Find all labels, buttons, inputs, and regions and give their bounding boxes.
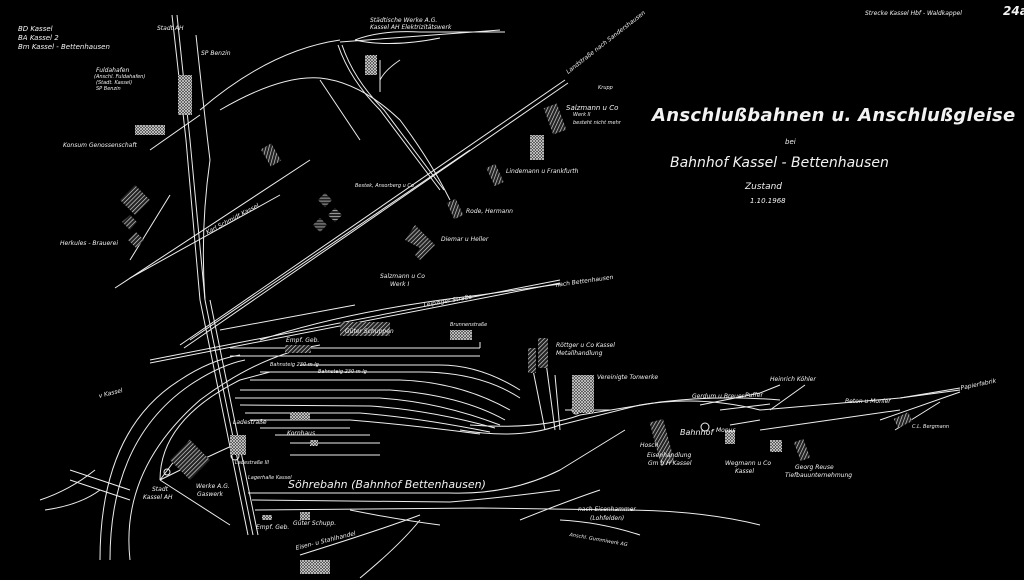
sheet-number: 24a: [1003, 4, 1024, 18]
label-kornhaus: Kornhaus: [287, 430, 316, 437]
label-konsum: Konsum Genossenschaft: [63, 142, 137, 149]
label-ruttger-1: Röttger u Co Kassel: [556, 342, 615, 349]
label-bestek: Bestek, Ansorberg u Co: [355, 183, 414, 189]
label-fuldahafen: Fuldahafen: [96, 67, 130, 74]
label-tonwerke: Vereinigte Tonwerke: [597, 374, 659, 381]
map-title: Anschlußbahnen u. Anschlußgleise: [652, 105, 1016, 126]
label-georg-reuse-1: Georg Reuse: [795, 464, 834, 471]
label-salzmann1-1: Salzmann u Co: [380, 273, 425, 280]
state-label: Zustand: [745, 182, 783, 192]
main-line-northeast: [179, 79, 569, 349]
track-koehler: [769, 384, 806, 411]
buildings: [120, 55, 913, 574]
track-crossing-south: [199, 299, 259, 536]
label-eisenhandlung-1: Eisenhandlung: [647, 452, 692, 459]
label-fuldahafen-sub2: (Stadt. Kassel): [96, 80, 133, 86]
label-lindemann: Lindemann u Frankfurth: [506, 168, 579, 175]
label-salzmann2-3: besteht nicht mehr: [573, 120, 621, 126]
label-diemar: Diemar u Heller: [441, 236, 489, 243]
label-wegmann-2: Kassel: [735, 468, 755, 475]
label-brunnenstrasse: Brunnenstraße: [450, 322, 488, 328]
label-sp-benzin: SP Benzin: [201, 50, 231, 57]
label-georg-reuse-2: Tiefbauunternehmung: [785, 472, 853, 479]
org-line-bd: BD Kassel: [18, 25, 53, 33]
label-sp-benzin-left: SP Benzin: [96, 86, 121, 92]
org-line-bm: Bm Kassel - Bettenhausen: [18, 43, 110, 51]
title-bei: bei: [785, 138, 796, 146]
label-empf-geb2: Empf. Geb.: [256, 524, 290, 531]
label-monus: Monus: [716, 427, 736, 434]
label-salzmann2-1: Salzmann u Co: [566, 104, 619, 112]
label-herkules: Herkules - Brauerei: [60, 240, 118, 247]
track-leipziger-strasse: [149, 279, 561, 364]
label-fuldahafen-sub1: (Anschl. Fuldahafen): [94, 74, 146, 80]
label-gaswerk-2: Kassel AH: [143, 494, 173, 501]
label-werke-ag-2: Gaswerk: [197, 491, 223, 498]
label-guter-schupp2: Güter Schupp.: [293, 520, 337, 527]
label-salzmann2-2: Werk II: [573, 112, 591, 118]
station-name: Bahnhof Kassel - Bettenhausen: [670, 155, 889, 171]
label-bahnsteig: Bahnsteig 230 m lg: [270, 362, 319, 368]
track-soehrebahn: [248, 429, 761, 579]
label-stadt-ah: Stadt AH: [157, 25, 184, 32]
label-eisenhandlung-2: Gm b H Kassel: [648, 460, 692, 467]
label-puffer: Puffer: [745, 392, 763, 399]
label-stadtische-werke-1: Städtische Werke A.G.: [370, 17, 438, 24]
label-heinrich-kohler: Heinrich Köhler: [770, 376, 816, 383]
label-ruttger-2: Metallhandlung: [556, 350, 603, 357]
label-nach-eisenhammer-1: nach Eisenhammer: [578, 506, 636, 513]
label-gerdum: Gerdum u Breuer: [692, 393, 745, 400]
label-guter-schuppen: Güter Schuppen: [345, 328, 394, 335]
state-date: 1.10.1968: [750, 197, 786, 205]
route-label: Strecke Kassel Hbf - Waldkappel: [865, 10, 962, 17]
label-rode: Rode, Hermann: [466, 208, 513, 215]
track-herkules: [114, 159, 311, 289]
label-bahnsteig2: Bahnsteig 230 m lg: [318, 369, 367, 375]
label-sohrebahn: Söhrebahn (Bahnhof Bettenhausen): [288, 478, 486, 491]
label-ladestrasse: Ladestraße: [233, 419, 267, 426]
track-elektrizitaetswerk: [199, 29, 505, 201]
label-hosch: Hosch: [640, 442, 659, 449]
label-lagerhalle: Lagerhalle Kassel: [248, 475, 292, 481]
station-yard-tracks: [230, 342, 521, 456]
label-salzmann1-2: Werk I: [390, 281, 410, 288]
label-stadtische-werke-2: Kassel AH Elektrizitätswerk: [370, 24, 452, 31]
label-bahnhof-near: Bahnhof: [680, 428, 714, 437]
label-krupp: Krupp: [598, 85, 613, 91]
main-line-east: [459, 384, 961, 435]
label-wegmann-1: Wegmann u Co: [725, 460, 772, 467]
label-werke-ag-1: Werke A.G.: [196, 483, 230, 490]
label-gaswerk-1: Stadt: [152, 486, 168, 493]
label-empf-geb: Empf. Geb.: [286, 337, 320, 344]
label-bergmann: C.L. Bergmann: [912, 424, 950, 430]
track-fuldahafen: [149, 14, 211, 301]
org-line-ba: BA Kassel 2: [18, 34, 59, 42]
label-ladestrasse2: Ladestraße III: [235, 460, 270, 466]
label-nach-eisenhammer-2: (Lohfelden): [590, 515, 625, 522]
label-beton-monier: Beton u Monier: [845, 398, 891, 405]
